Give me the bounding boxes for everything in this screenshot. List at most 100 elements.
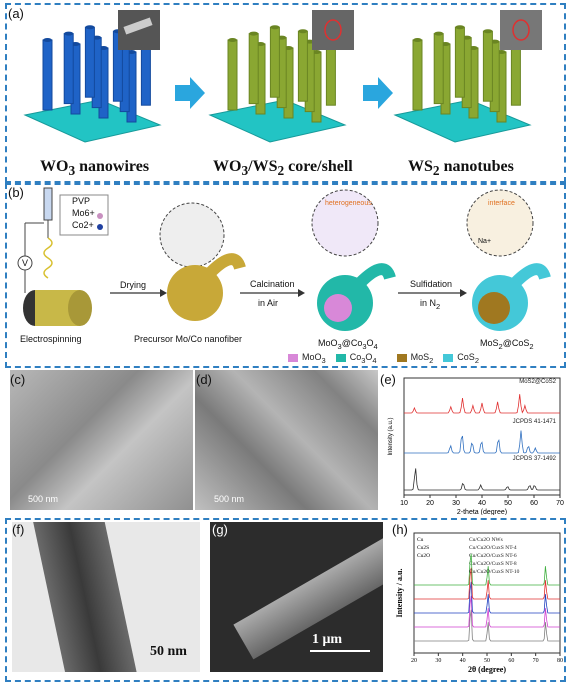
nanorod-top bbox=[249, 31, 259, 36]
series-label: MoS2@CoS2 bbox=[519, 379, 556, 385]
arrow-icon-1 bbox=[175, 77, 205, 109]
x-tick-label: 60 bbox=[530, 500, 538, 507]
legend-moo3: MoO3 bbox=[288, 352, 326, 365]
interface-bubble bbox=[466, 189, 534, 257]
panel-e-label: (e) bbox=[380, 372, 396, 387]
tem-image-f bbox=[12, 522, 200, 672]
scale-f: 50 nm bbox=[150, 644, 187, 659]
arrow-icon-calcination bbox=[298, 289, 305, 297]
x-tick-label: 40 bbox=[478, 500, 486, 507]
panel-h-label: (h) bbox=[392, 522, 408, 537]
panel-f-label: (f) bbox=[12, 522, 25, 537]
ion-label: Na+ bbox=[478, 238, 492, 245]
panel-c-label: (c) bbox=[10, 372, 26, 387]
x-tick-label: 10 bbox=[400, 500, 408, 507]
series-line bbox=[404, 430, 560, 454]
x-tick-label: 20 bbox=[411, 658, 417, 664]
precursor-fiber bbox=[167, 265, 223, 321]
nanorod-top bbox=[483, 29, 493, 34]
phase-label: Cu2O bbox=[417, 553, 430, 559]
nanorod bbox=[248, 33, 259, 105]
nanorod-top bbox=[43, 38, 52, 42]
panel-d-label: (d) bbox=[196, 372, 212, 387]
y-axis-label: Intensity / a.u. bbox=[395, 569, 404, 618]
x-axis-label: 2-theta (degree) bbox=[457, 509, 507, 515]
legend-co3o4: Co3O4 bbox=[335, 352, 377, 365]
series-line bbox=[404, 394, 560, 414]
y-axis-label: Intensity (a.u.) bbox=[388, 417, 394, 455]
panel-a-illustration bbox=[23, 10, 542, 143]
x-tick-label: 20 bbox=[426, 500, 434, 507]
syringe-icon bbox=[43, 187, 53, 221]
series-label: JCPDS 41-1471 bbox=[513, 419, 557, 425]
legend-cos2: CoS2 bbox=[443, 352, 479, 365]
caption-wo3-nanowires: WO3 nanowires bbox=[40, 158, 150, 179]
scale-d: 500 nm bbox=[214, 494, 245, 504]
x-tick-label: 40 bbox=[460, 658, 466, 664]
x-tick-label: 30 bbox=[435, 658, 441, 664]
x-axis-label: 2θ (degree) bbox=[468, 665, 506, 674]
arrow-icon-drying bbox=[160, 289, 167, 297]
x-tick-label: 70 bbox=[533, 658, 539, 664]
x-tick-label: 80 bbox=[557, 658, 563, 664]
caption-mos2-cos2: MoS2@CoS2 bbox=[480, 338, 534, 351]
x-tick-label: 30 bbox=[452, 500, 460, 507]
voltage-label: V bbox=[22, 258, 29, 268]
x-tick-label: 50 bbox=[484, 658, 490, 664]
bubble-interface: interface bbox=[488, 200, 515, 207]
legend-mo: Mo6+ bbox=[72, 208, 95, 218]
series-label: Cu/Cu2O/CuxS NT-10 bbox=[469, 569, 520, 575]
arrow-icon-2 bbox=[363, 77, 393, 109]
caption-electrospinning: Electrospinning bbox=[20, 334, 82, 344]
series-label: Cu/Cu2O NWs bbox=[469, 537, 503, 543]
caption-ws2-nanotubes: WS2 nanotubes bbox=[408, 158, 514, 179]
panel-b-illustration bbox=[17, 187, 551, 331]
panel-b-label: (b) bbox=[8, 185, 24, 200]
step-sulfidation: Sulfidation bbox=[410, 279, 453, 289]
nanorod bbox=[297, 30, 308, 102]
caption-core-shell: WO3/WS2 core/shell bbox=[213, 158, 353, 179]
nanorod bbox=[482, 30, 493, 102]
plot-frame bbox=[403, 377, 561, 496]
nanorod bbox=[84, 26, 95, 98]
panel-fgh bbox=[5, 518, 566, 682]
series-line bbox=[404, 468, 560, 491]
panel-a-label: (a) bbox=[8, 6, 24, 21]
series-line bbox=[414, 553, 560, 586]
nanorod bbox=[412, 39, 423, 111]
arrow-icon-sulfidation bbox=[460, 289, 467, 297]
bubble-heterogeneous: heterogeneous bbox=[325, 200, 372, 207]
tem-image-c bbox=[10, 370, 193, 510]
series-line bbox=[414, 567, 560, 600]
nanorod-top bbox=[228, 38, 237, 42]
series-line bbox=[414, 595, 560, 628]
sem-inset-2 bbox=[312, 10, 354, 50]
series-label: JCPDS 37-1492 bbox=[513, 456, 557, 462]
nanorod-top bbox=[413, 38, 422, 42]
precursor-bubble bbox=[159, 202, 225, 268]
phase-legend: MoO3 Co3O4 MoS2 CoS2 bbox=[288, 352, 479, 365]
scale-g: 1 μm bbox=[312, 632, 343, 647]
nanorod-top bbox=[85, 25, 95, 30]
legend-co: Co2+ bbox=[72, 220, 94, 230]
step-in-air: in Air bbox=[258, 298, 279, 308]
nanorod-top bbox=[270, 25, 280, 30]
heterogeneous-bubble bbox=[311, 189, 379, 257]
nanorod bbox=[454, 26, 465, 98]
series-line bbox=[414, 609, 560, 642]
nanorod bbox=[269, 26, 280, 98]
sem-inset-3 bbox=[500, 10, 542, 50]
step-drying: Drying bbox=[120, 280, 147, 290]
nanorod bbox=[63, 33, 74, 105]
scale-c: 500 nm bbox=[28, 494, 59, 504]
nanorod-top bbox=[434, 31, 444, 36]
panel-a bbox=[5, 3, 566, 183]
caption-moo3-co3o4: MoO3@Co3O4 bbox=[318, 338, 378, 351]
nanorod-top bbox=[455, 25, 465, 30]
panel-b bbox=[5, 183, 566, 368]
nanorod-top bbox=[64, 31, 74, 36]
series-label: Cu/Cu2O/CuxS NT-8 bbox=[469, 561, 517, 567]
series-line bbox=[414, 581, 560, 614]
